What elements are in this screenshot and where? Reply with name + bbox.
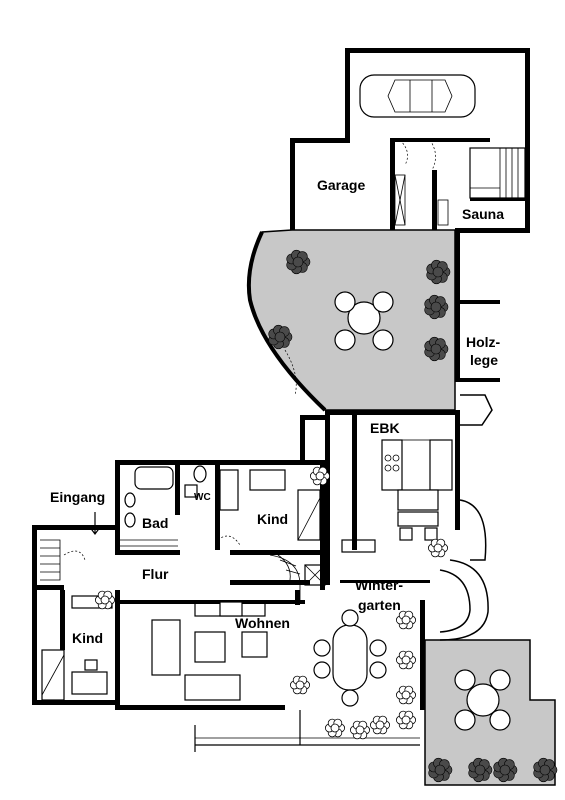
entrance-arrow-icon [88, 512, 102, 535]
plant-icon [95, 249, 558, 783]
plant-icon [424, 336, 449, 362]
main-house: Eingang Bad WC Kind Flur Wohnen Kind [32, 349, 420, 752]
plant-icon [324, 718, 346, 738]
sauna-label: Sauna [462, 206, 504, 222]
holzlege: Holz- lege [455, 230, 501, 382]
plant-icon [427, 538, 449, 558]
garage-block: Garage Sauna [290, 48, 530, 233]
plant-icon [309, 466, 331, 486]
wintergarten-label-1: Winter- [355, 577, 403, 593]
dining-table-icon [397, 511, 439, 541]
plant-icon [349, 720, 371, 740]
garage-label: Garage [317, 177, 365, 193]
bad-label: Bad [142, 515, 168, 531]
plant-icon [493, 757, 518, 783]
wohnen-label: Wohnen [235, 615, 290, 631]
garden-table-icon [454, 669, 511, 731]
plant-icon [286, 249, 311, 275]
plant-icon [424, 294, 449, 320]
plant-icon [289, 675, 311, 695]
plant-icon [268, 324, 293, 350]
garden-table-icon [334, 291, 394, 351]
wintergarten-label-2: garten [358, 597, 401, 613]
plant-icon [395, 610, 417, 630]
plant-icon [428, 757, 453, 783]
plant-icon [426, 259, 451, 285]
flur-label: Flur [142, 566, 169, 582]
bathtub-icon [134, 466, 174, 490]
bed-icon [297, 489, 321, 541]
dining-table-icon [313, 609, 387, 707]
plant-icon [533, 757, 558, 783]
plant-icon [395, 650, 417, 670]
eingang-label: Eingang [50, 489, 105, 505]
plant-icon [395, 710, 417, 730]
wc-label: WC [194, 492, 211, 503]
stove-icon [384, 454, 400, 472]
stairs-icon [40, 539, 61, 581]
plant-icon [95, 590, 115, 610]
plant-icon [369, 715, 391, 735]
stairs-icon [469, 147, 526, 199]
holzlege-label-1: Holz- [466, 334, 501, 350]
ebk-label: EBK [370, 420, 400, 436]
kind-label-bottom: Kind [72, 630, 103, 646]
toilet-icon [124, 465, 207, 528]
wintergarten: Winter- garten [340, 559, 489, 710]
plant-icon [468, 757, 493, 783]
car-icon [359, 74, 476, 118]
stairs-icon [269, 554, 301, 600]
plant-icon [395, 685, 417, 705]
holzlege-label-2: lege [470, 352, 498, 368]
kitchen-ebk: EBK [325, 394, 493, 585]
kind-label-top: Kind [257, 511, 288, 527]
sofa-icon [151, 619, 268, 701]
